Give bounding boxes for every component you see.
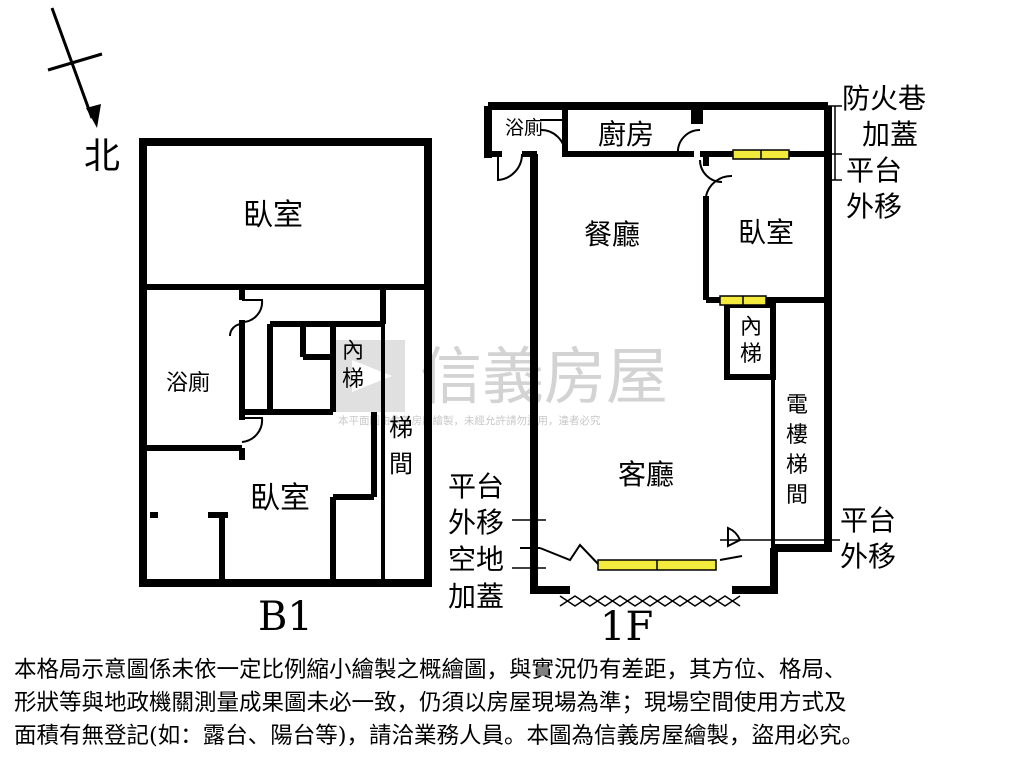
f1-annotation-platform-top: 平台 (846, 154, 902, 187)
f1-annotation-fire-lane: 防火巷 (842, 82, 926, 115)
b1-inner-stair-label: 內 (342, 339, 364, 364)
watermark-notice: 本平面圖由信義房屋繪製，未經允許請勿盜用，違者必究 (338, 414, 601, 427)
f1-room-living: 客廳 (618, 458, 674, 491)
compass-crossbar (47, 52, 103, 72)
b1-door-jamb (239, 412, 245, 420)
watermark-brand: 信義房屋 (420, 340, 668, 413)
f1-room-bedroom: 臥室 (738, 216, 794, 249)
disclaimer: 本格局示意圖係未依一定比例縮小繪製之概繪圖，與實況仍有差距，其方位、格局、 形狀… (14, 654, 1014, 753)
f1-door-swing (719, 555, 743, 561)
f1-annotation-platform-right: 外移 (840, 540, 896, 573)
b1-outer-wall (139, 138, 432, 587)
f1-floor-label: 1F (600, 604, 653, 640)
compass: 北 (47, 7, 120, 177)
b1-inner-stair-label: 梯 (342, 367, 364, 392)
disclaimer-line: 形狀等與地政機關測量成果圖未必一致，仍須以房屋現場為準；現場空間使用方式及 (14, 690, 847, 716)
f1-elevator-label: 電 (786, 393, 808, 418)
watermark-logo-mark (352, 360, 392, 392)
f1-door-swing (727, 526, 742, 548)
f1-annotation-platform-top: 外移 (846, 190, 902, 223)
b1-labels: 臥室 浴廁 臥室 內 梯 梯 間 B1 (166, 198, 413, 640)
f1-windows (597, 149, 790, 571)
floor-plan: 北 信義房屋 本平面圖由信義房屋繪製，未經允許請勿盜用，違者必究 (47, 7, 926, 640)
b1-stairwell-label: 梯 (389, 414, 413, 442)
f1-room-bathroom: 浴廁 (505, 116, 543, 139)
b1-plan (139, 138, 432, 587)
f1-plan (484, 102, 842, 607)
f1-door-swing (699, 159, 723, 183)
b1-door-swing (241, 417, 264, 443)
f1-room-dining: 餐廳 (584, 218, 640, 251)
b1-door-jamb (239, 320, 245, 328)
disclaimer-line: 本格局示意圖係未依一定比例縮小繪製之概繪圖，與實況仍有差距，其方位、格局、 (14, 657, 847, 683)
f1-annotation-platform-left: 平台 (448, 470, 504, 503)
north-label: 北 (84, 136, 120, 177)
f1-door-swing (539, 128, 567, 155)
f1-opening (539, 543, 601, 567)
f1-elevator-label: 梯 (786, 453, 808, 478)
f1-door-swing (676, 128, 701, 155)
f1-annotation-empty-land: 加蓋 (448, 580, 504, 613)
f1-annotation-fire-lane: 加蓋 (862, 118, 918, 151)
f1-annotation-empty-land: 空地 (448, 543, 504, 576)
f1-annotation-platform-right: 平台 (840, 504, 896, 537)
f1-inner-stair-label: 內 (740, 315, 762, 340)
f1-roof-hatch (559, 595, 741, 607)
b1-stairwell-label: 間 (389, 450, 413, 478)
f1-annotation-platform-left: 外移 (448, 506, 504, 539)
b1-door-swing (241, 299, 264, 324)
disclaimer-line: 面積有無登記(如：露台、陽台等)，請洽業務人員。本圖為信義房屋繪製，盜用必究。 (14, 723, 865, 749)
b1-room-bathroom: 浴廁 (166, 371, 210, 396)
b1-room-bedroom-bottom: 臥室 (250, 481, 310, 516)
f1-door-swing (705, 174, 733, 197)
arrow-head-icon (86, 104, 101, 128)
f1-labels: 浴廁 廚房 餐廳 臥室 客廳 內 梯 電 樓 梯 間 防火巷 加蓋 平台 外移 … (448, 82, 926, 640)
b1-floor-label: B1 (258, 594, 313, 640)
f1-door-swing (497, 153, 524, 182)
b1-room-bedroom-top: 臥室 (243, 198, 303, 233)
f1-inner-stair-label: 梯 (740, 342, 762, 367)
f1-elevator-label: 間 (786, 483, 808, 508)
f1-room-kitchen: 廚房 (598, 118, 654, 151)
f1-elevator-label: 樓 (786, 423, 808, 448)
f1-roof-hatch (559, 595, 741, 607)
